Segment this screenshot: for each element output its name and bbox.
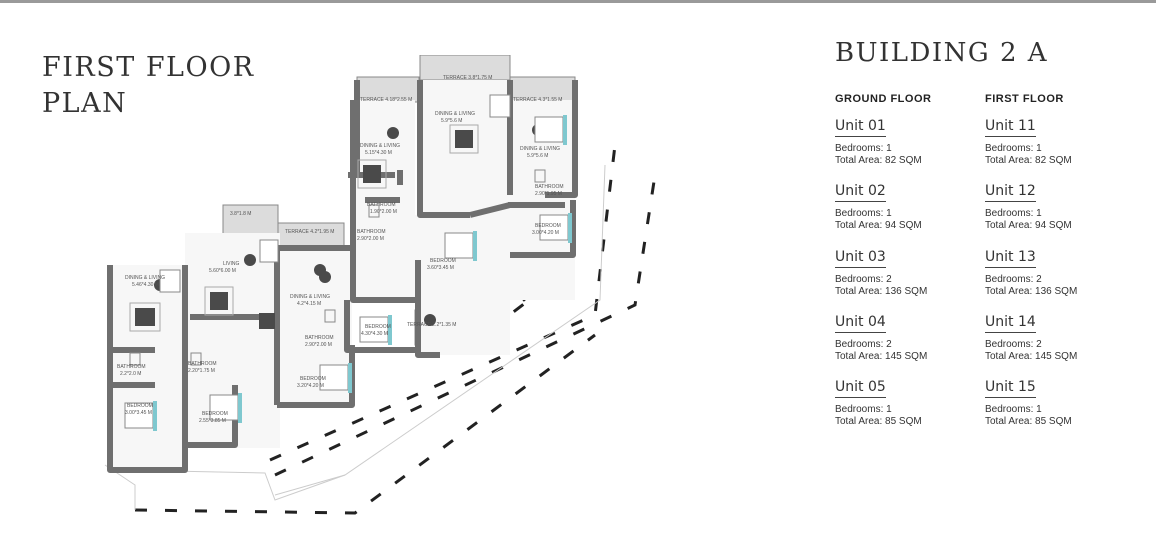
dining-dim-1: 5.9*5.6 M — [441, 118, 462, 124]
bed-label-3: BEDROOM — [365, 324, 391, 330]
unit-bedrooms: Bedrooms: 2 — [985, 274, 1042, 285]
floor-plan-drawing: TERRACE 3.8*1.75 M TERRACE 4.18*2.55 M T… — [104, 55, 657, 515]
terrace-label-d: TERRACE 4.2*1.95 M — [285, 229, 334, 235]
bed-dim-2: 3.60*3.45 M — [427, 265, 454, 271]
living-dim-6: 5.60*6.00 M — [209, 268, 236, 274]
bed-label-2: BEDROOM — [430, 258, 456, 264]
unit-area: Total Area: 136 SQM — [835, 286, 928, 297]
unit-card: Unit 15 Bedrooms: 1 Total Area: 85 SQM — [985, 378, 1125, 428]
bath-label-4: BATHROOM — [305, 335, 334, 341]
bath-label-6: BATHROOM — [188, 361, 217, 367]
bath-dim-2: 1.90*2.00 M — [370, 209, 397, 215]
dining-dim-4: 4.2*4.15 M — [297, 301, 321, 307]
unit-card: Unit 05 Bedrooms: 1 Total Area: 85 SQM — [835, 378, 975, 428]
unit-name: Unit 01 — [835, 118, 886, 137]
terrace-label-f: 3.8*1.8 M — [230, 211, 251, 217]
bath-dim-3: 2.90*2.00 M — [357, 236, 384, 242]
unit-card: Unit 04 Bedrooms: 2 Total Area: 145 SQM — [835, 313, 975, 363]
bath-dim-1: 2.90*1.95 M — [535, 191, 562, 197]
unit-area: Total Area: 145 SQM — [985, 351, 1078, 362]
bath-dim-4: 2.90*2.00 M — [305, 342, 332, 348]
furniture — [124, 94, 572, 431]
dining-label-3: DINING & LIVING — [520, 146, 560, 152]
unit-bedrooms: Bedrooms: 2 — [985, 339, 1042, 350]
unit-area: Total Area: 82 SQM — [985, 155, 1072, 166]
unit-bedrooms: Bedrooms: 1 — [835, 208, 892, 219]
dining-dim-2: 5.15*4.30 M — [365, 150, 392, 156]
dining-dim-3: 5.9*5.6 M — [527, 153, 548, 159]
bath-label-1: BATHROOM — [535, 184, 564, 190]
unit-name: Unit 15 — [985, 379, 1036, 398]
terrace-label-c: TERRACE 4.3*1.55 M — [513, 97, 562, 103]
unit-name: Unit 03 — [835, 249, 886, 268]
unit-name: Unit 11 — [985, 118, 1036, 137]
bath-label-2: BATHROOM — [367, 202, 396, 208]
unit-bedrooms: Bedrooms: 1 — [835, 143, 892, 154]
ground-floor-column: GROUND FLOOR Unit 01 Bedrooms: 1 Total A… — [835, 93, 975, 427]
terrace-label-b: TERRACE 4.18*2.55 M — [360, 97, 412, 103]
bath-label-5: BATHROOM — [117, 364, 146, 370]
top-divider — [0, 0, 1156, 3]
unit-area: Total Area: 136 SQM — [985, 286, 1078, 297]
unit-card: Unit 11 Bedrooms: 1 Total Area: 82 SQM — [985, 117, 1125, 167]
unit-name: Unit 05 — [835, 379, 886, 398]
first-floor-heading: FIRST FLOOR — [985, 93, 1064, 105]
unit-card: Unit 03 Bedrooms: 2 Total Area: 136 SQM — [835, 248, 975, 298]
ground-floor-heading: GROUND FLOOR — [835, 93, 932, 105]
unit-name: Unit 02 — [835, 183, 886, 202]
unit-name: Unit 14 — [985, 314, 1036, 333]
unit-bedrooms: Bedrooms: 1 — [985, 208, 1042, 219]
unit-card: Unit 12 Bedrooms: 1 Total Area: 94 SQM — [985, 182, 1125, 232]
terrace-label-a: TERRACE 3.8*1.75 M — [443, 75, 492, 81]
plan-title-line-2: PLAN — [42, 88, 128, 119]
unit-bedrooms: Bedrooms: 1 — [985, 143, 1042, 154]
unit-name: Unit 13 — [985, 249, 1036, 268]
plan-title-line-1: FIRST FLOOR — [42, 52, 255, 83]
unit-name: Unit 12 — [985, 183, 1036, 202]
bath-dim-6: 2.20*1.75 M — [188, 368, 215, 374]
unit-bedrooms: Bedrooms: 1 — [985, 404, 1042, 415]
unit-area: Total Area: 145 SQM — [835, 351, 928, 362]
room-labels: TERRACE 3.8*1.75 M TERRACE 4.18*2.55 M T… — [117, 75, 564, 424]
dining-label-5: DINING & LIVING — [125, 275, 165, 281]
bath-dim-5: 2.2*2.0 M — [120, 371, 141, 377]
dining-label-2: DINING & LIVING — [360, 143, 400, 149]
bed-label-5: BEDROOM — [127, 403, 153, 409]
unit-area: Total Area: 82 SQM — [835, 155, 922, 166]
unit-bedrooms: Bedrooms: 2 — [835, 274, 892, 285]
unit-area: Total Area: 85 SQM — [835, 416, 922, 427]
bed-dim-6: 2.55*3.85 M — [199, 418, 226, 424]
first-floor-column: FIRST FLOOR Unit 11 Bedrooms: 1 Total Ar… — [985, 93, 1125, 427]
unit-card: Unit 02 Bedrooms: 1 Total Area: 94 SQM — [835, 182, 975, 232]
bed-dim-5: 3.00*3.45 M — [125, 410, 152, 416]
unit-card: Unit 01 Bedrooms: 1 Total Area: 82 SQM — [835, 117, 975, 167]
unit-bedrooms: Bedrooms: 1 — [835, 404, 892, 415]
unit-name: Unit 04 — [835, 314, 886, 333]
dining-label-4: DINING & LIVING — [290, 294, 330, 300]
bed-label-6: BEDROOM — [202, 411, 228, 417]
unit-area: Total Area: 94 SQM — [985, 220, 1072, 231]
living-label-6: LIVING — [223, 261, 240, 267]
bed-dim-1: 3.00*4.20 M — [532, 230, 559, 236]
bed-dim-3: 4.30*4.30 M — [361, 331, 388, 337]
unit-card: Unit 14 Bedrooms: 2 Total Area: 145 SQM — [985, 313, 1125, 363]
dining-label-1: DINING & LIVING — [435, 111, 475, 117]
terrace-label-e: TERRACE 2.2*1.35 M — [407, 322, 456, 328]
dining-dim-5: 5.46*4.30 M — [132, 282, 159, 288]
plan-title: FIRST FLOOR PLAN — [42, 50, 255, 122]
unit-area: Total Area: 85 SQM — [985, 416, 1072, 427]
unit-area: Total Area: 94 SQM — [835, 220, 922, 231]
unit-card: Unit 13 Bedrooms: 2 Total Area: 136 SQM — [985, 248, 1125, 298]
bath-label-3: BATHROOM — [357, 229, 386, 235]
walls — [107, 80, 578, 473]
bed-label-1: BEDROOM — [535, 223, 561, 229]
bed-label-4: BEDROOM — [300, 376, 326, 382]
building-title: BUILDING 2 A — [835, 38, 1049, 68]
unit-bedrooms: Bedrooms: 2 — [835, 339, 892, 350]
bed-dim-4: 3.20*4.20 M — [297, 383, 324, 389]
